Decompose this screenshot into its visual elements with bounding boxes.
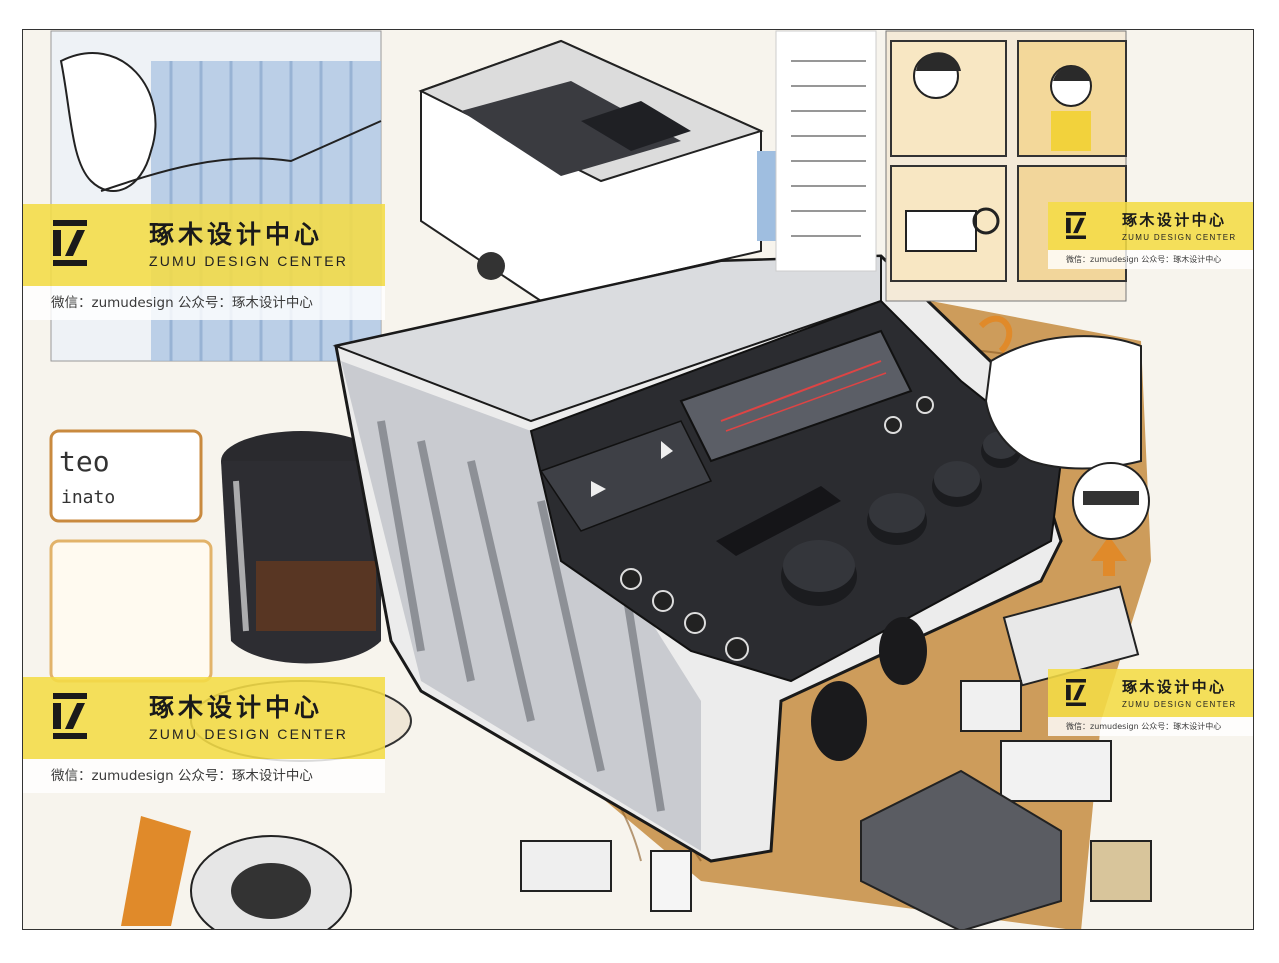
partial-label-inato: inato xyxy=(61,487,115,508)
zumu-logo-icon xyxy=(1066,679,1086,706)
watermark-contact: 微信：zumudesign 公众号：琢木设计中心 xyxy=(23,759,385,793)
watermark-brand-en: ZUMU DESIGN CENTER xyxy=(1122,233,1237,242)
partial-label-teo: teo xyxy=(59,445,110,478)
watermark-band xyxy=(23,677,385,759)
watermark-contact: 微信：zumudesign 公众号：琢木设计中心 xyxy=(1048,717,1253,736)
zumu-logo-icon xyxy=(53,693,87,739)
watermark-brand-en: ZUMU DESIGN CENTER xyxy=(149,253,349,269)
watermark-band xyxy=(23,204,385,286)
watermark-brand-cn: 琢木设计中心 xyxy=(149,693,324,722)
watermark-brand-cn: 琢木设计中心 xyxy=(1122,678,1227,696)
watermark-contact: 微信：zumudesign 公众号：琢木设计中心 xyxy=(1048,250,1253,269)
watermark-brand-cn: 琢木设计中心 xyxy=(1122,211,1227,229)
zumu-logo-icon xyxy=(1066,212,1086,239)
illustration-frame: teo inato xyxy=(22,29,1254,930)
sketch-illustration: teo inato xyxy=(23,30,1253,929)
watermark-band xyxy=(1048,669,1253,717)
watermark-brand-cn: 琢木设计中心 xyxy=(149,220,324,249)
watermark-contact: 微信：zumudesign 公众号：琢木设计中心 xyxy=(23,286,385,320)
zumu-logo-icon xyxy=(53,220,87,266)
watermark-band xyxy=(1048,202,1253,250)
watermark-brand-en: ZUMU DESIGN CENTER xyxy=(149,726,349,742)
watermark-brand-en: ZUMU DESIGN CENTER xyxy=(1122,700,1237,709)
